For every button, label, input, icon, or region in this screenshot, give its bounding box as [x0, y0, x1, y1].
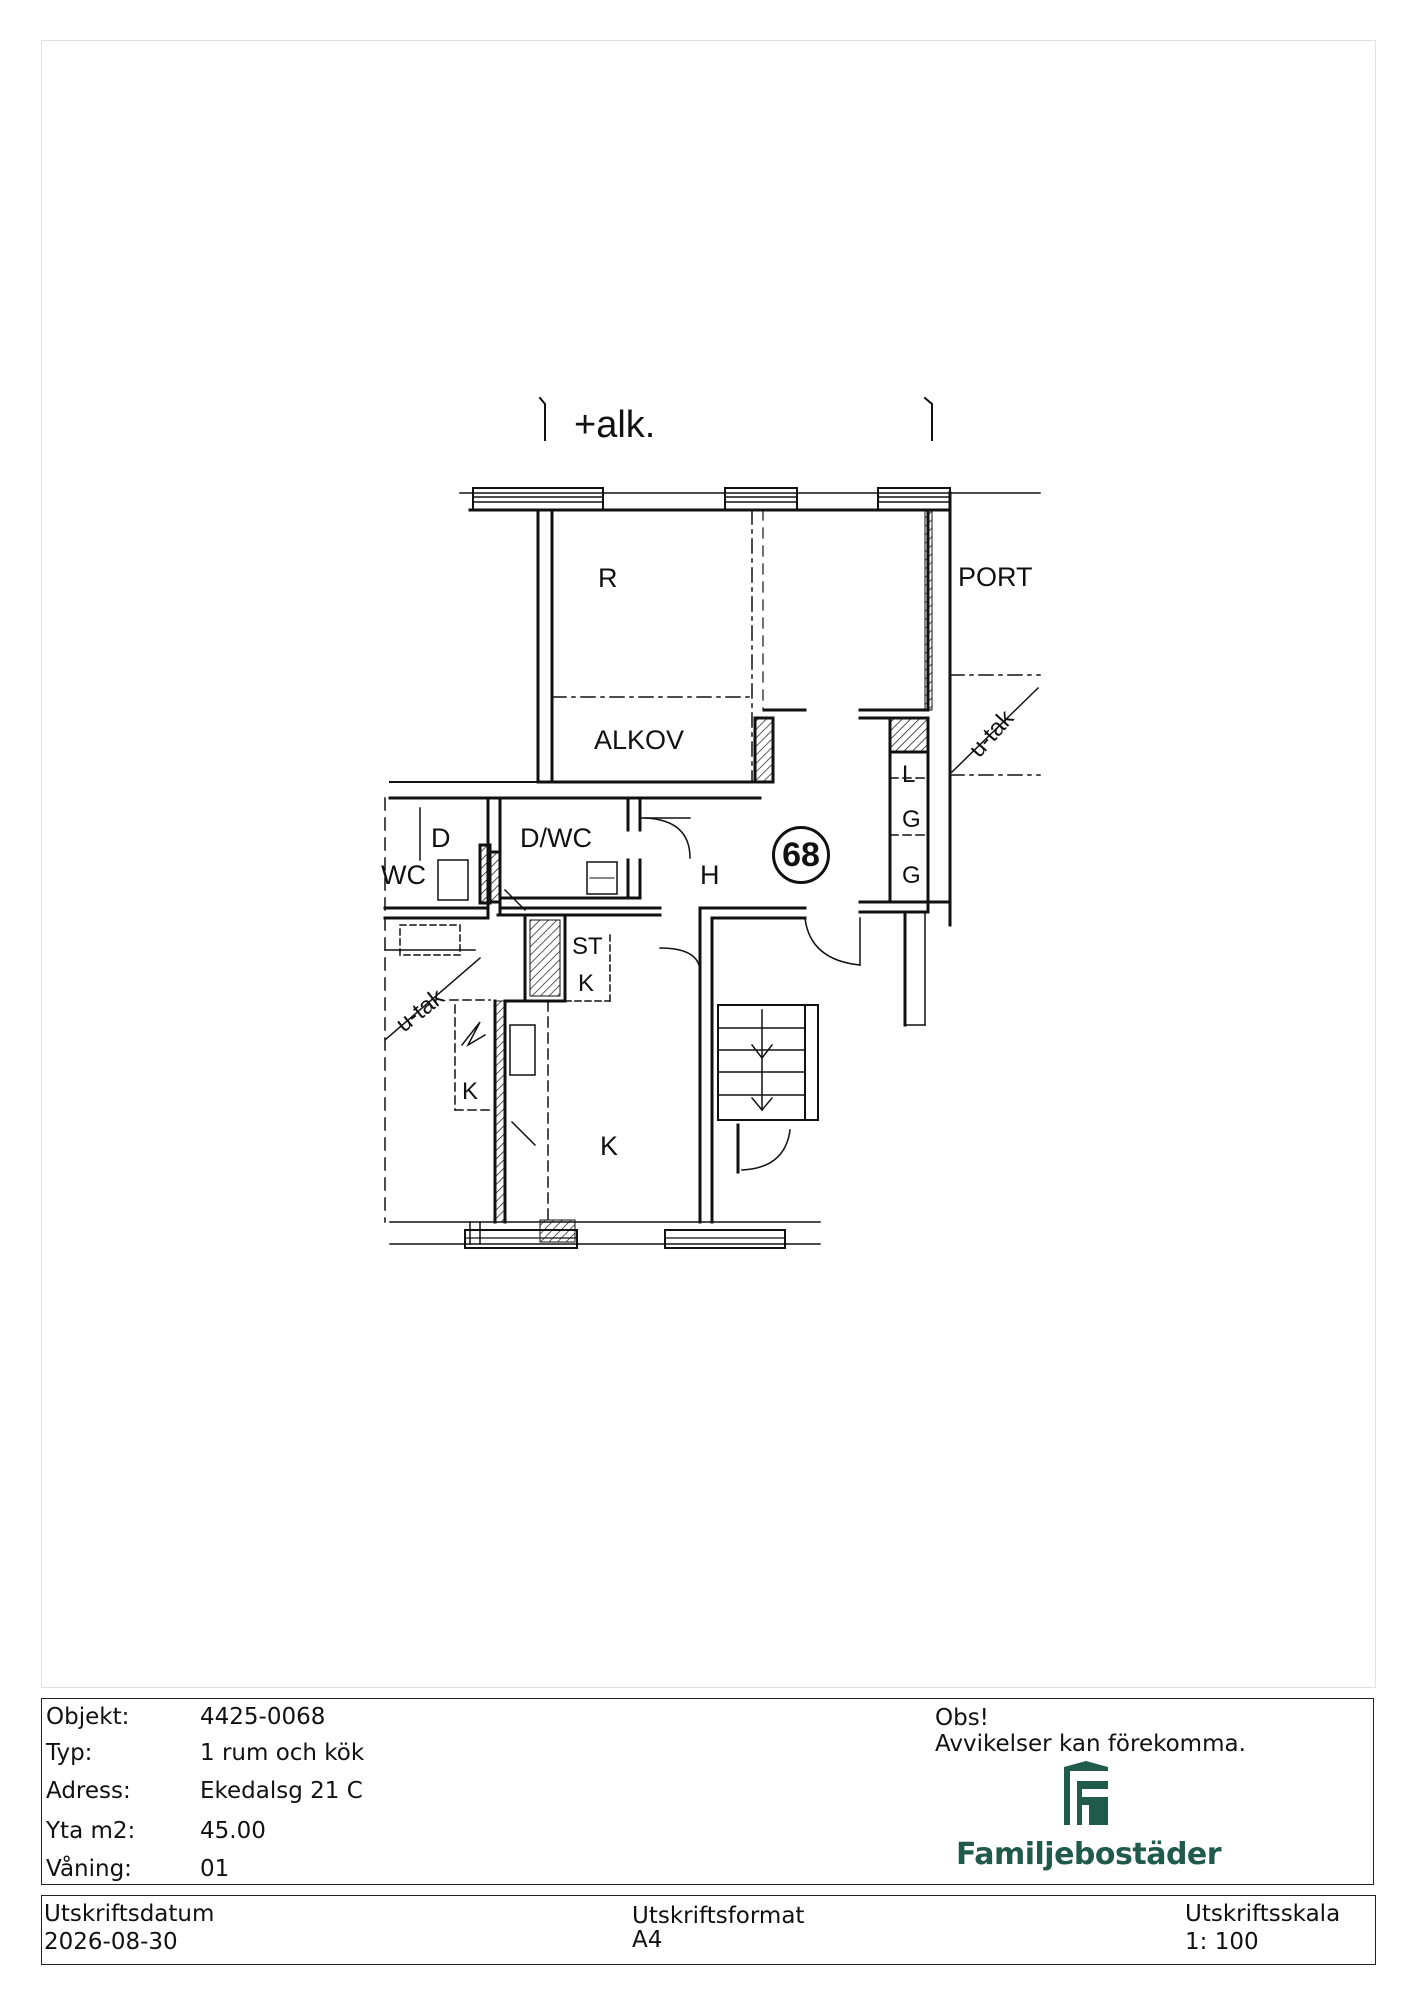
- closet-label-g2: G: [902, 862, 921, 889]
- room-label-storage: ST: [572, 933, 603, 960]
- apartment-number-badge: 68: [772, 826, 830, 884]
- print-format-value: A4: [632, 1927, 663, 1953]
- brand-logo: Familjebostäder: [956, 1761, 1222, 1876]
- room-label-neighbor-kitchen: K: [462, 1078, 479, 1105]
- info-value: 45.00: [200, 1818, 266, 1844]
- disclaimer: Obs! Avvikelser kan förekomma.: [935, 1705, 1246, 1757]
- print-date-label: Utskriftsdatum: [44, 1901, 215, 1927]
- disclaimer-title: Obs!: [935, 1705, 989, 1731]
- info-label: Adress:: [46, 1778, 131, 1804]
- closet-label-l: L: [902, 761, 916, 788]
- print-date: Utskriftsdatum 2026-08-30: [44, 1900, 214, 1956]
- info-value: 1 rum och kök: [200, 1740, 365, 1766]
- room-label-alcove: ALKOV: [594, 725, 685, 755]
- print-format: Utskriftsformat A4: [632, 1904, 804, 1952]
- print-scale-value: 1: 100: [1185, 1929, 1259, 1955]
- info-value: 4425-0068: [200, 1704, 326, 1730]
- room-label-kitchen: K: [600, 1131, 619, 1161]
- info-row-objekt: Objekt: 4425-0068: [46, 1699, 325, 1735]
- info-value: Ekedalsg 21 C: [200, 1778, 363, 1804]
- print-info-panel: Utskriftsdatum 2026-08-30 Utskriftsforma…: [41, 1895, 1376, 1965]
- info-row-vaning: Våning: 01: [46, 1851, 229, 1887]
- info-label: Våning:: [46, 1856, 132, 1882]
- brand-name: Familjebostäder: [956, 1837, 1222, 1872]
- disclaimer-text: Avvikelser kan förekomma.: [935, 1731, 1246, 1757]
- room-label-r: R: [598, 563, 618, 593]
- print-date-value: 2026-08-30: [44, 1929, 178, 1955]
- object-info-panel: Objekt: 4425-0068 Typ: 1 rum och kök Adr…: [41, 1698, 1374, 1885]
- print-scale: Utskriftsskala 1: 100: [1185, 1900, 1340, 1956]
- plan-header-label: +alk.: [574, 404, 656, 446]
- info-label: Objekt:: [46, 1704, 130, 1730]
- closet-label-g1: G: [902, 806, 921, 833]
- info-row-yta: Yta m2: 45.00: [46, 1813, 266, 1849]
- room-label-bath: D/WC: [520, 823, 592, 853]
- info-label: Yta m2:: [46, 1818, 136, 1844]
- room-label-hall: H: [700, 860, 720, 890]
- info-value: 01: [200, 1856, 230, 1882]
- floor-plan: [383, 396, 1041, 1249]
- room-label-neighbor-d: D: [431, 823, 451, 853]
- print-scale-label: Utskriftsskala: [1185, 1901, 1341, 1927]
- house-logo-icon: [1064, 1761, 1108, 1825]
- info-row-typ: Typ: 1 rum och kök: [46, 1735, 364, 1771]
- room-label-neighbor-wc: WC: [381, 860, 426, 890]
- room-label-port: PORT: [958, 562, 1033, 592]
- room-label-cupboard: K: [578, 970, 595, 997]
- info-row-adress: Adress: Ekedalsg 21 C: [46, 1773, 363, 1809]
- info-label: Typ:: [46, 1740, 93, 1766]
- drawing-frame: [41, 40, 1376, 1688]
- print-format-label: Utskriftsformat: [632, 1903, 805, 1929]
